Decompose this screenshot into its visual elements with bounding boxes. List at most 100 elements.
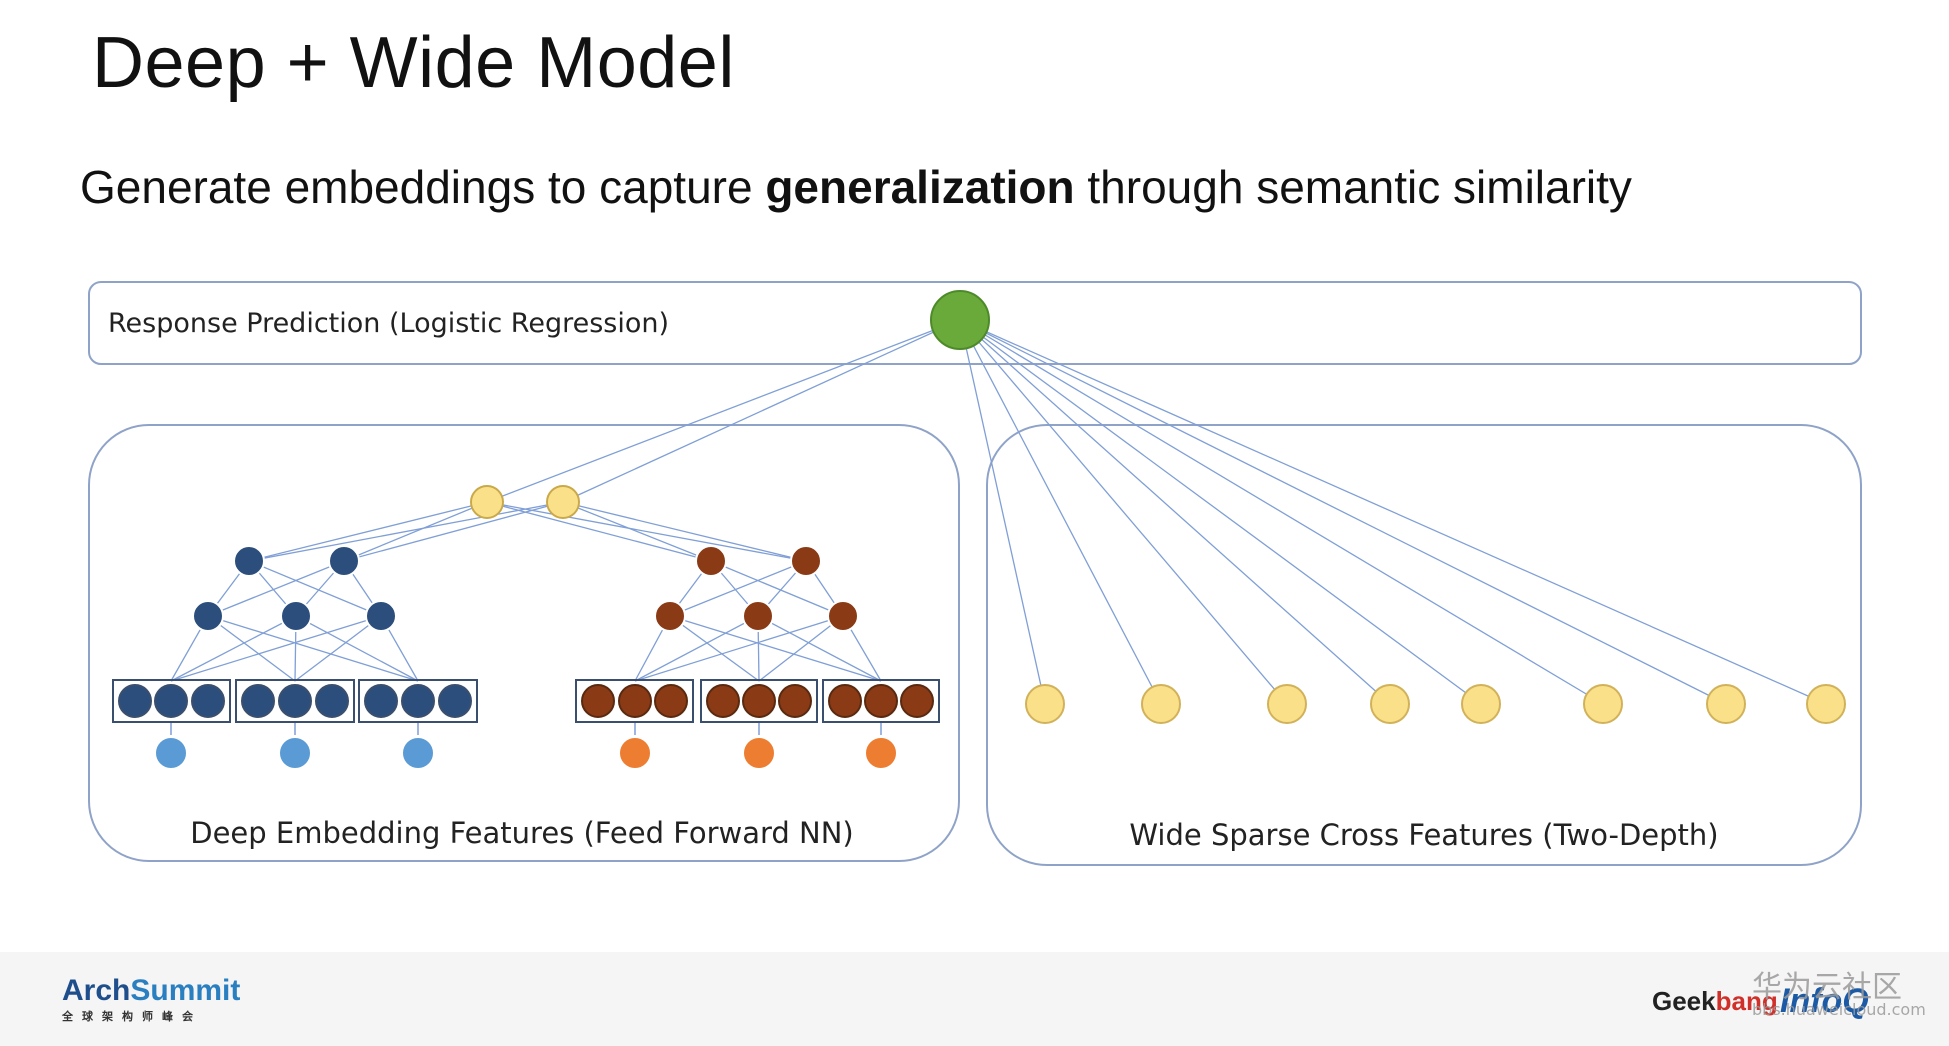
deep-embedding-node xyxy=(401,684,435,718)
deep-embedding-node xyxy=(438,684,472,718)
deep-embedding-node xyxy=(900,684,934,718)
subtitle-text-start: Generate embeddings to capture xyxy=(80,161,766,213)
subtitle-text-end: through semantic similarity xyxy=(1074,161,1632,213)
deep-input-node xyxy=(618,736,652,770)
deep-embedding-node xyxy=(315,684,349,718)
edge-yellow-to-hidden xyxy=(562,501,712,562)
deep-output-node xyxy=(470,485,504,519)
embedding-groups xyxy=(112,679,940,723)
edge-output-to-wide xyxy=(959,319,1391,705)
edge-yellow-to-hidden xyxy=(248,501,488,562)
edge-output-to-yellow xyxy=(562,319,961,503)
response-prediction-label: Response Prediction (Logistic Regression… xyxy=(108,308,669,339)
edge-output-to-wide xyxy=(959,319,1604,705)
edge-output-to-wide xyxy=(959,319,1162,705)
wide-feature-node xyxy=(1370,684,1410,724)
deep-input-node xyxy=(154,736,188,770)
subtitle-emphasis: generalization xyxy=(765,161,1075,213)
edge-output-to-wide xyxy=(959,319,1482,705)
diagram-nodes xyxy=(118,290,1846,770)
edge-blue-to-embedding xyxy=(295,615,419,682)
deep-hidden-node xyxy=(742,600,774,632)
deep-embedding-node xyxy=(191,684,225,718)
deep-embedding-node xyxy=(654,684,688,718)
archsummit-logo-arch: Arch xyxy=(62,974,131,1007)
wide-feature-node xyxy=(1706,684,1746,724)
deep-output-node xyxy=(546,485,580,519)
deep-embedding-node xyxy=(241,684,275,718)
deep-input-node xyxy=(278,736,312,770)
edge-brown-to-embedding xyxy=(634,615,844,682)
deep-hidden-node xyxy=(654,600,686,632)
deep-embedding-group xyxy=(112,679,231,723)
edge-brown-to-embedding xyxy=(634,615,759,682)
deep-hidden-node xyxy=(365,600,397,632)
watermark-url: bbs.huaweicloud.com xyxy=(1752,1000,1926,1019)
deep-embedding-node xyxy=(278,684,312,718)
deep-hidden-node xyxy=(790,545,822,577)
wide-feature-node xyxy=(1806,684,1846,724)
edge-yellow-to-hidden xyxy=(486,501,807,562)
deep-embedding-group xyxy=(822,679,940,723)
deep-features-box xyxy=(88,424,960,862)
output-node xyxy=(930,290,990,350)
deep-embedding-node xyxy=(581,684,615,718)
edge-yellow-to-hidden xyxy=(343,501,564,562)
wide-feature-node xyxy=(1267,684,1307,724)
archsummit-logo: ArchSummit 全球架构师峰会 xyxy=(62,974,240,1024)
edge-yellow-to-hidden xyxy=(343,501,488,562)
edge-yellow-to-hidden xyxy=(562,501,807,562)
wide-feature-node xyxy=(1461,684,1501,724)
deep-embedding-node xyxy=(154,684,188,718)
diagram-boxes xyxy=(88,281,1862,866)
deep-hidden-node xyxy=(192,600,224,632)
geekbang-logo: Geekbang xyxy=(1652,986,1778,1017)
archsummit-logo-summit: Summit xyxy=(130,974,241,1007)
edge-yellow-to-hidden xyxy=(248,501,564,562)
edge-blue-to-embedding xyxy=(207,615,419,682)
deep-wide-diagram: Response Prediction (Logistic Regression… xyxy=(88,281,1862,866)
edge-output-to-wide xyxy=(959,319,1827,705)
deep-input-node xyxy=(742,736,776,770)
deep-embedding-group xyxy=(700,679,818,723)
edge-output-to-yellow xyxy=(486,319,961,503)
archsummit-logo-subtitle: 全球架构师峰会 xyxy=(62,1011,202,1023)
watermark-text: 华为云社区 xyxy=(1752,970,1902,1005)
edge-output-to-wide xyxy=(959,319,1046,705)
slide-subtitle: Generate embeddings to capture generaliz… xyxy=(80,160,1632,214)
deep-embedding-group xyxy=(358,679,478,723)
wide-feature-node xyxy=(1025,684,1065,724)
deep-embedding-node xyxy=(778,684,812,718)
wide-feature-node xyxy=(1141,684,1181,724)
deep-features-label: Deep Embedding Features (Feed Forward NN… xyxy=(190,816,854,850)
edge-output-to-wide xyxy=(959,319,1727,705)
edge-brown-hidden xyxy=(710,560,844,617)
deep-embedding-node xyxy=(742,684,776,718)
deep-hidden-node xyxy=(328,545,360,577)
edge-blue-to-embedding xyxy=(170,615,382,682)
edge-brown-to-embedding xyxy=(758,615,844,682)
edge-blue-to-embedding xyxy=(207,615,296,682)
deep-input-node xyxy=(401,736,435,770)
deep-embedding-node xyxy=(706,684,740,718)
deep-hidden-node xyxy=(695,545,727,577)
edge-brown-to-embedding xyxy=(757,615,882,682)
edge-output-to-wide xyxy=(959,319,1288,705)
edge-blue-to-embedding xyxy=(294,615,382,682)
slide-title: Deep + Wide Model xyxy=(92,23,735,103)
deep-embedding-node xyxy=(618,684,652,718)
deep-embedding-node xyxy=(364,684,398,718)
deep-embedding-node xyxy=(828,684,862,718)
deep-hidden-node xyxy=(280,600,312,632)
deep-embedding-node xyxy=(118,684,152,718)
edge-brown-to-embedding xyxy=(669,615,760,682)
deep-embedding-group xyxy=(575,679,694,723)
deep-hidden-node xyxy=(827,600,859,632)
wide-feature-node xyxy=(1583,684,1623,724)
geekbang-logo-geek: Geek xyxy=(1652,986,1716,1016)
edge-blue-hidden xyxy=(248,560,382,617)
wide-features-box xyxy=(986,424,1862,866)
deep-hidden-node xyxy=(233,545,265,577)
edge-brown-to-embedding xyxy=(669,615,882,682)
